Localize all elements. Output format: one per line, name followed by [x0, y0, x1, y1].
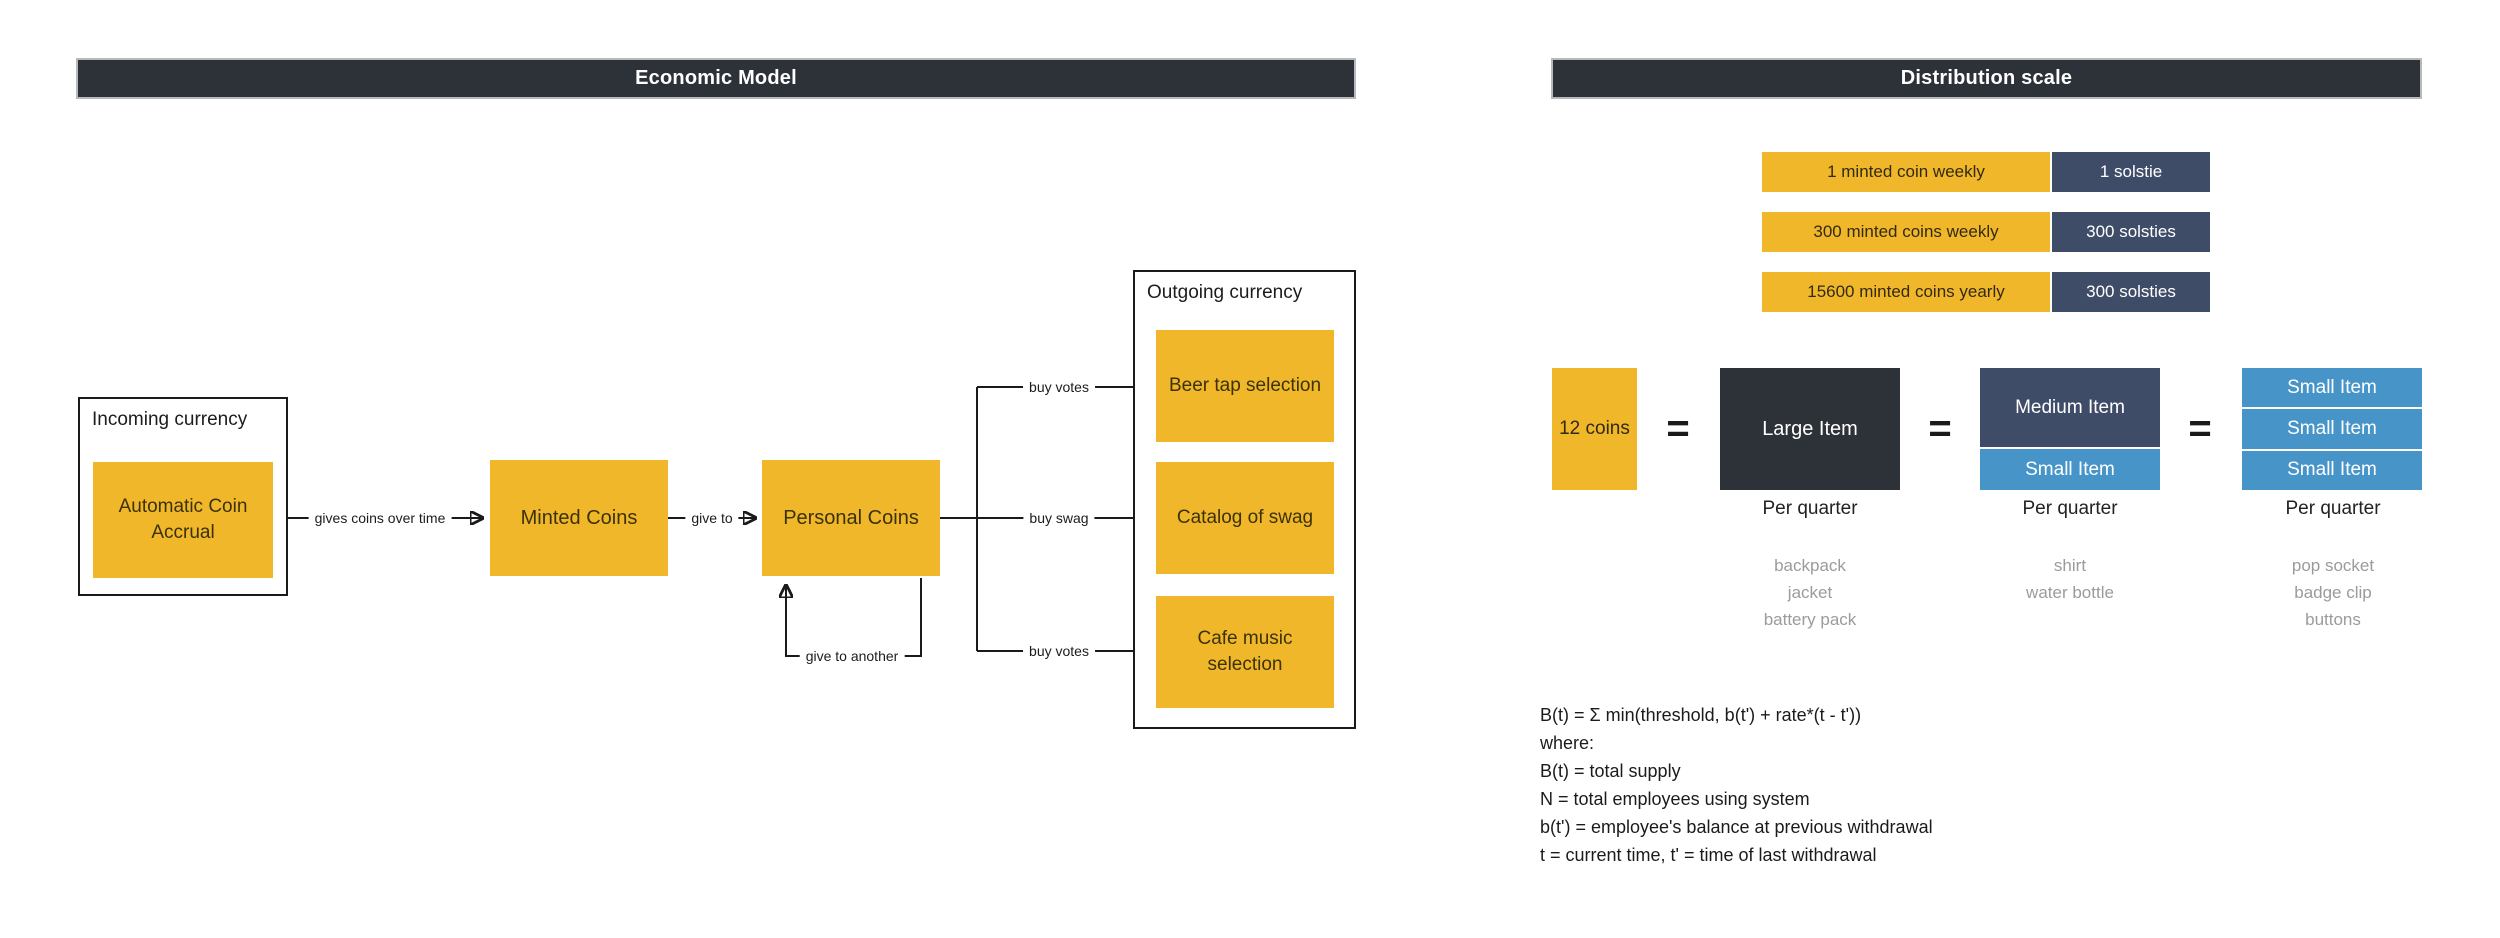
- node-beer-tap-selection-label: Beer tap selection: [1168, 375, 1322, 397]
- medium-item-examples: shirt water bottle: [2026, 552, 2114, 606]
- small-items-stack: Small Item Small Item Small Item: [2242, 368, 2422, 490]
- node-catalog-of-swag-label: Catalog of swag: [1176, 507, 1314, 529]
- edge-label-buy-swag: buy swag: [1023, 509, 1095, 527]
- edge-label-buy-votes-bottom: buy votes: [1023, 642, 1095, 660]
- formula-line: b(t') = employee's balance at previous w…: [1540, 817, 1933, 837]
- incoming-currency-label: Incoming currency: [92, 409, 248, 430]
- small-item-box-3: Small Item: [2242, 450, 2422, 490]
- distribution-row-1-coins: 1 minted coin weekly: [1762, 152, 2050, 192]
- per-quarter-large: Per quarter: [1762, 498, 1858, 519]
- twelve-coins-label: 12 coins: [1559, 418, 1630, 439]
- distribution-row-3-coins: 15600 minted coins yearly: [1762, 272, 2050, 312]
- medium-item-label: Medium Item: [2015, 396, 2125, 418]
- formula-line: N = total employees using system: [1540, 789, 1810, 809]
- node-catalog-of-swag: Catalog of swag: [1156, 462, 1334, 574]
- per-quarter-medium: Per quarter: [2022, 498, 2118, 519]
- edge-label-give-to: give to: [685, 509, 739, 527]
- distribution-scale-header: Distribution scale: [1551, 58, 2422, 99]
- edge-give-to-another-line: [786, 578, 922, 657]
- equals-sign-1: =: [1666, 406, 1690, 451]
- node-automatic-coin-accrual-label: Automatic Coin Accrual: [118, 496, 248, 543]
- distribution-row-3: 15600 minted coins yearly 300 solsties: [1762, 272, 2210, 312]
- economic-model-title: Economic Model: [635, 67, 797, 89]
- node-automatic-coin-accrual: Automatic Coin Accrual: [93, 462, 273, 578]
- example-item: badge clip: [2294, 583, 2372, 602]
- example-item: backpack: [1774, 556, 1846, 575]
- example-item: jacket: [1787, 583, 1833, 602]
- example-item: shirt: [2053, 556, 2087, 575]
- example-item: battery pack: [1763, 610, 1857, 629]
- small-item-examples: pop socket badge clip buttons: [2292, 552, 2374, 633]
- edge-label-buy-votes-top: buy votes: [1023, 378, 1095, 396]
- example-item: buttons: [2305, 610, 2361, 629]
- formula-line: B(t) = Σ min(threshold, b(t') + rate*(t …: [1540, 705, 1862, 725]
- distribution-row-2: 300 minted coins weekly 300 solsties: [1762, 212, 2210, 252]
- distribution-scale-title: Distribution scale: [1900, 67, 2073, 89]
- node-cafe-music-selection: Cafe music selection: [1156, 596, 1334, 708]
- outgoing-currency-label: Outgoing currency: [1147, 282, 1303, 303]
- edge-label-give-to-another: give to another: [799, 647, 905, 665]
- large-item-label: Large Item: [1762, 417, 1858, 440]
- distribution-row-3-value: 300 solsties: [2052, 272, 2210, 312]
- twelve-coins-box: 12 coins: [1552, 368, 1637, 490]
- equals-sign-3: =: [2188, 406, 2212, 451]
- large-item-examples: backpack jacket battery pack: [1764, 552, 1857, 633]
- small-item-box-2: Small Item: [2242, 409, 2422, 449]
- small-item-label: Small Item: [2287, 459, 2377, 481]
- example-item: pop socket: [2291, 556, 2375, 575]
- large-item-box: Large Item: [1720, 368, 1900, 490]
- small-item-label: Small Item: [2287, 376, 2377, 398]
- small-item-box-a: Small Item: [1980, 449, 2160, 490]
- per-quarter-small: Per quarter: [2285, 498, 2381, 519]
- supply-formula: B(t) = Σ min(threshold, b(t') + rate*(t …: [1540, 701, 1933, 869]
- node-minted-coins-label: Minted Coins: [520, 506, 638, 529]
- formula-line: B(t) = total supply: [1540, 761, 1681, 781]
- medium-item-box: Medium Item: [1980, 368, 2160, 447]
- distribution-row-1: 1 minted coin weekly 1 solstie: [1762, 152, 2210, 192]
- node-minted-coins: Minted Coins: [490, 460, 668, 576]
- small-item-label: Small Item: [2025, 458, 2115, 480]
- equals-sign-2: =: [1928, 406, 1952, 451]
- distribution-row-1-value: 1 solstie: [2052, 152, 2210, 192]
- formula-line: t = current time, t' = time of last with…: [1540, 845, 1877, 865]
- distribution-row-2-value: 300 solsties: [2052, 212, 2210, 252]
- distribution-row-2-coins: 300 minted coins weekly: [1762, 212, 2050, 252]
- formula-line: where:: [1540, 733, 1595, 753]
- economic-model-header: Economic Model: [76, 58, 1356, 99]
- edge-label-gives-coins: gives coins over time: [308, 509, 452, 527]
- node-personal-coins: Personal Coins: [762, 460, 940, 576]
- small-item-label: Small Item: [2287, 417, 2377, 439]
- node-beer-tap-selection: Beer tap selection: [1156, 330, 1334, 442]
- node-personal-coins-label: Personal Coins: [783, 506, 919, 529]
- example-item: water bottle: [2026, 583, 2114, 602]
- small-item-box-1: Small Item: [2242, 368, 2422, 408]
- node-cafe-music-selection-label: Cafe music selection: [1197, 628, 1293, 675]
- medium-item-stack: Medium Item Small Item: [1980, 368, 2160, 490]
